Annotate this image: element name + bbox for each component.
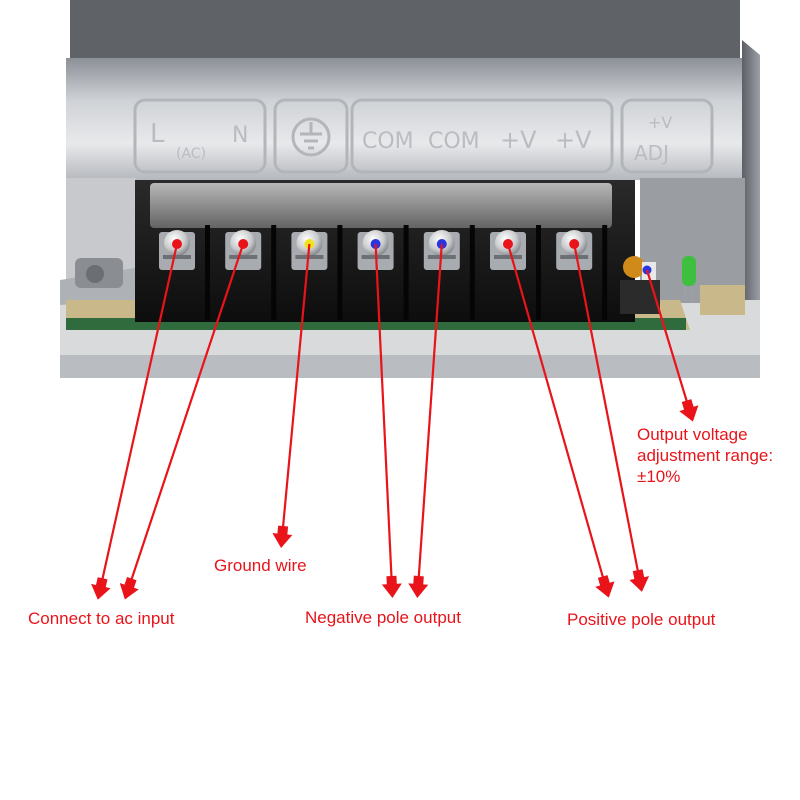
- panel-label-adj-top: +V: [648, 113, 672, 132]
- annotation-arrows: [91, 243, 699, 600]
- label-connect-ac-input: Connect to ac input: [28, 609, 175, 628]
- terminal-screw-7: [556, 225, 608, 320]
- label-ground-wire: Ground wire: [214, 556, 307, 575]
- arrow-positive-1: [506, 243, 615, 598]
- panel-label-com-2: COM: [428, 129, 480, 154]
- terminal-block: [135, 180, 635, 322]
- arrow-ac-input-2: [119, 243, 245, 600]
- label-output-voltage-adjustment: Output voltage adjustment range:±10%: [637, 425, 774, 486]
- panel-label-adj: ADJ: [634, 141, 669, 165]
- status-led: [682, 256, 696, 300]
- adjustment-potentiometer: [620, 256, 660, 314]
- panel-label-n: N: [232, 123, 248, 148]
- panel-label-v-2: +V: [555, 126, 592, 154]
- panel-label-l: L: [150, 119, 165, 149]
- panel-label-ac: (AC): [176, 146, 206, 162]
- terminal-screw-4: [357, 225, 409, 320]
- arrow-ground-wire: [272, 243, 311, 548]
- panel-label-group: L (AC) N COM COM +V +V +V ADJ: [133, 98, 714, 174]
- arrow-negative-1: [374, 243, 402, 598]
- terminal-screw-6: [490, 225, 541, 320]
- arrow-negative-2: [408, 243, 443, 598]
- terminal-screw-3: [291, 225, 343, 320]
- ground-symbol-icon: [291, 117, 331, 157]
- panel-label-com-1: COM: [362, 129, 414, 154]
- arrow-ac-input-1: [91, 243, 179, 600]
- arrow-adjustment: [645, 269, 699, 422]
- arrow-positive-2: [573, 243, 650, 592]
- label-negative-pole-output: Negative pole output: [305, 608, 461, 627]
- panel-label-v-1: +V: [500, 126, 537, 154]
- label-positive-pole-output: Positive pole output: [567, 610, 716, 629]
- terminal-screw-2: [225, 225, 277, 320]
